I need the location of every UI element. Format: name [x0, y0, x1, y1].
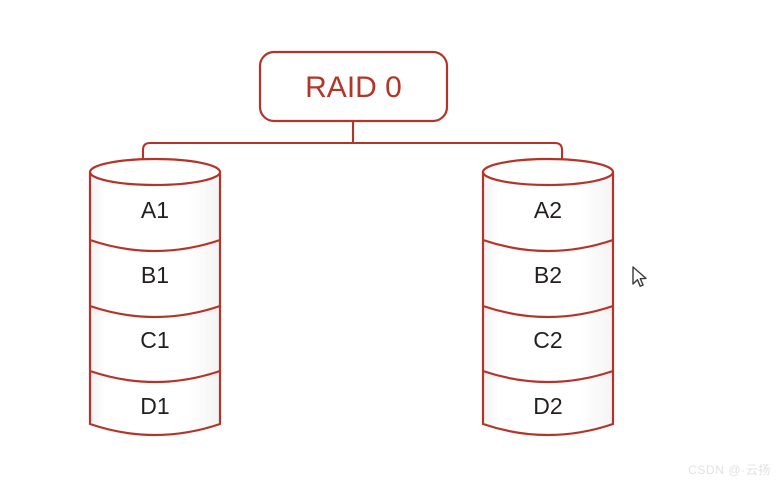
raid-title-box-shape	[258, 50, 449, 123]
disk-right-top-cap	[481, 157, 615, 187]
disk-left-divider-3	[89, 369, 221, 384]
disk-right-divider-1	[482, 238, 614, 253]
disk-right[interactable]: A2 B2 C2 D2	[481, 157, 615, 437]
disk-left-body	[90, 172, 220, 435]
connector-bus-right	[351, 141, 564, 165]
disk-right-body	[483, 172, 613, 435]
disk-left-divider-2	[89, 304, 221, 319]
disk-left-outline	[88, 170, 222, 437]
raid-title-label: RAID 0	[305, 71, 402, 104]
disk-left-block-label-0: A1	[141, 197, 169, 223]
disk-left-divider-1	[89, 238, 221, 253]
csdn-watermark: CSDN @·云扬	[688, 463, 771, 477]
disk-right-block-label-2: C2	[533, 327, 562, 353]
disk-right-block-label-3: D2	[533, 393, 562, 419]
connector-bus-left	[141, 141, 355, 165]
connector-tree	[141, 119, 564, 165]
raid-title-box[interactable]: RAID 0	[258, 50, 449, 123]
disk-right-block-label-0: A2	[534, 197, 562, 223]
disk-right-divider-2	[482, 304, 614, 319]
disk-left[interactable]: A1 B1 C1 D1	[88, 157, 222, 437]
disk-left-top-cap	[88, 157, 222, 187]
disk-left-block-label-1: B1	[141, 262, 169, 288]
disk-right-divider-3	[482, 369, 614, 384]
disk-right-outline	[481, 170, 615, 437]
disk-right-block-label-1: B2	[534, 262, 562, 288]
disk-left-block-label-3: D1	[140, 393, 169, 419]
disk-left-block-label-2: C1	[140, 327, 169, 353]
